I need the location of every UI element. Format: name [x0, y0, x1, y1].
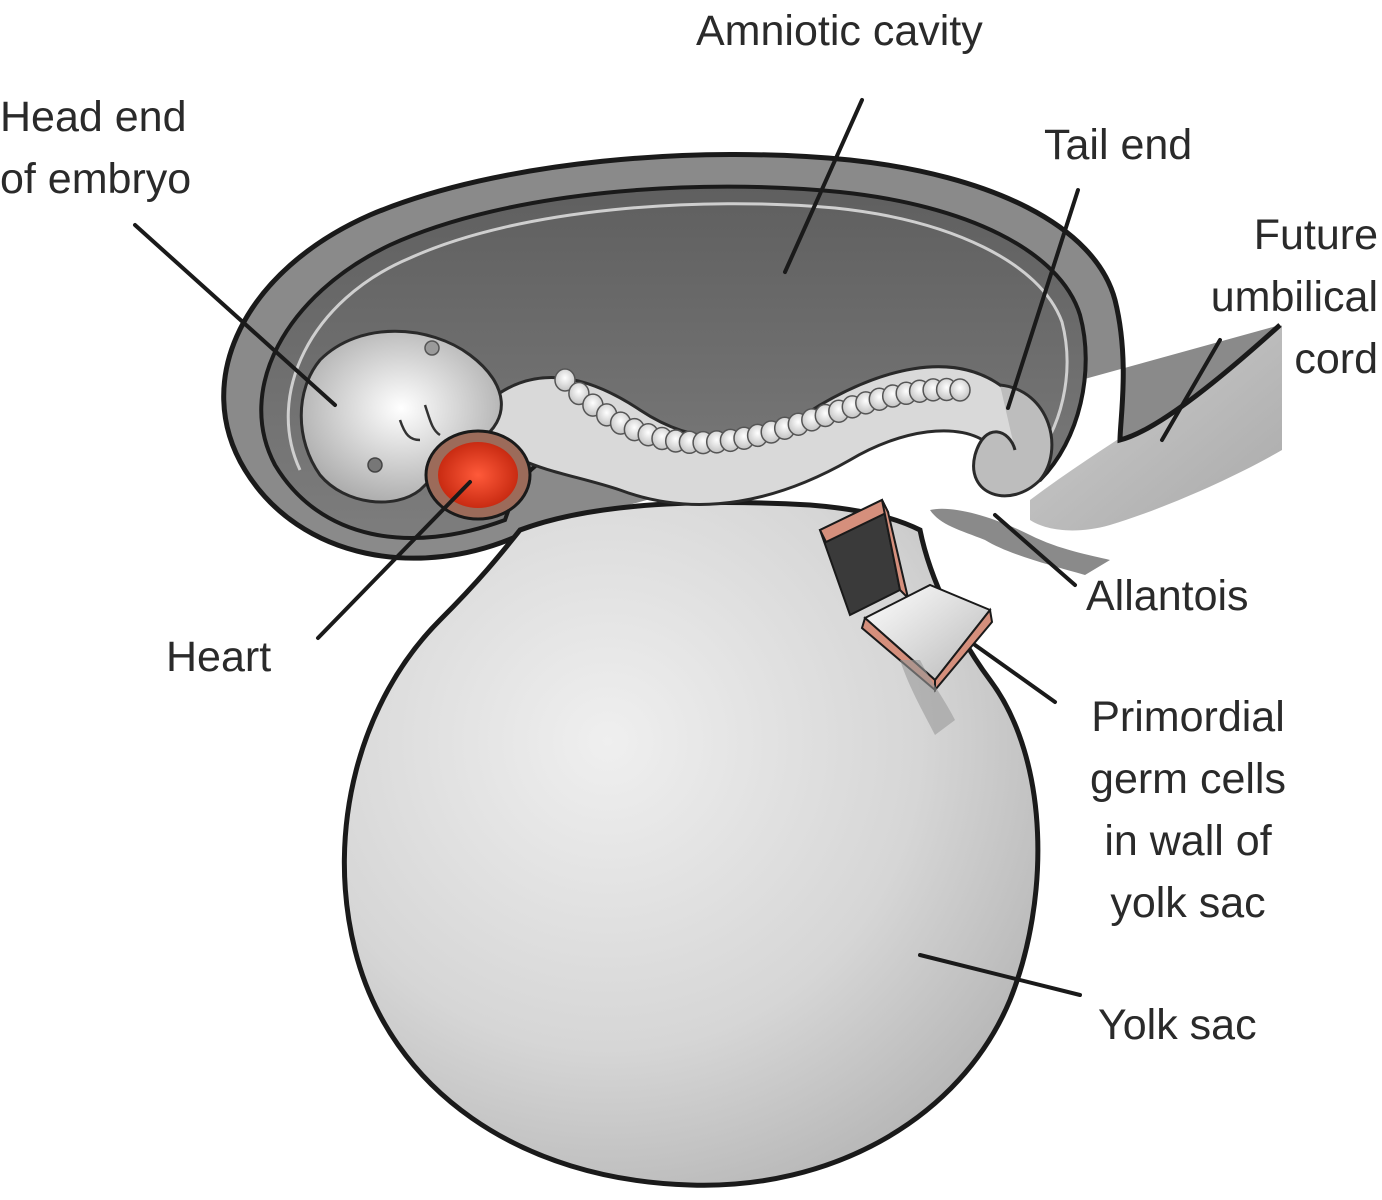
label-head-end-line-2: of embryo: [0, 155, 192, 203]
leader-head-end: [133, 223, 337, 407]
label-primordial-germ-cells: Primordial germ cells in wall of yolk sa…: [1056, 686, 1320, 934]
label-amniotic-cavity-text: Amniotic cavity: [696, 7, 983, 55]
label-primordial-germ-cells-line-3: in wall of: [1104, 817, 1272, 865]
somite: [554, 368, 576, 392]
yolk-sac-groove: [900, 660, 955, 735]
label-yolk-sac-text: Yolk sac: [1098, 1001, 1257, 1049]
label-umbilical-cord-line-2: umbilical: [1210, 273, 1378, 321]
germ-cell-cutaway: [818, 498, 994, 693]
leader-primordial-germ-cells: [973, 643, 1057, 704]
eye-spot: [367, 457, 383, 473]
pharyngeal-arch-lines: [398, 404, 441, 442]
leader-allantois: [993, 513, 1077, 587]
label-primordial-germ-cells-line-1: Primordial: [1091, 693, 1285, 741]
somite: [949, 378, 971, 402]
allantois-shape: [930, 508, 1110, 575]
label-primordial-germ-cells-line-2: germ cells: [1090, 755, 1286, 803]
leader-tail-end: [1006, 188, 1080, 410]
somites: [554, 368, 971, 455]
label-primordial-germ-cells-line-4: yolk sac: [1110, 879, 1266, 927]
label-amniotic-cavity: Amniotic cavity: [696, 0, 983, 62]
label-heart: Heart: [166, 626, 271, 688]
leader-heart: [316, 480, 472, 640]
leader-lines: [133, 98, 1222, 997]
label-umbilical-cord: Future umbilical cord: [1150, 204, 1378, 390]
label-umbilical-cord-line-3: cord: [1294, 335, 1378, 383]
label-head-end-line-1: Head end: [0, 93, 187, 141]
tail-curl: [972, 383, 1054, 498]
leader-umbilical-cord: [1160, 338, 1222, 442]
label-heart-text: Heart: [166, 633, 272, 681]
heart-shape: [424, 429, 532, 521]
label-allantois: Allantois: [1086, 565, 1249, 627]
label-yolk-sac: Yolk sac: [1098, 994, 1257, 1056]
leader-yolk-sac: [918, 953, 1082, 997]
label-head-end: Head end of embryo: [0, 86, 191, 210]
amnion-inner-line: [286, 202, 1069, 471]
label-allantois-text: Allantois: [1086, 572, 1249, 620]
leader-amniotic-cavity: [783, 98, 864, 274]
label-tail-end-text: Tail end: [1044, 121, 1193, 169]
label-umbilical-cord-line-1: Future: [1253, 211, 1378, 259]
label-tail-end: Tail end: [1044, 114, 1192, 176]
otic-vesicle: [424, 340, 440, 356]
